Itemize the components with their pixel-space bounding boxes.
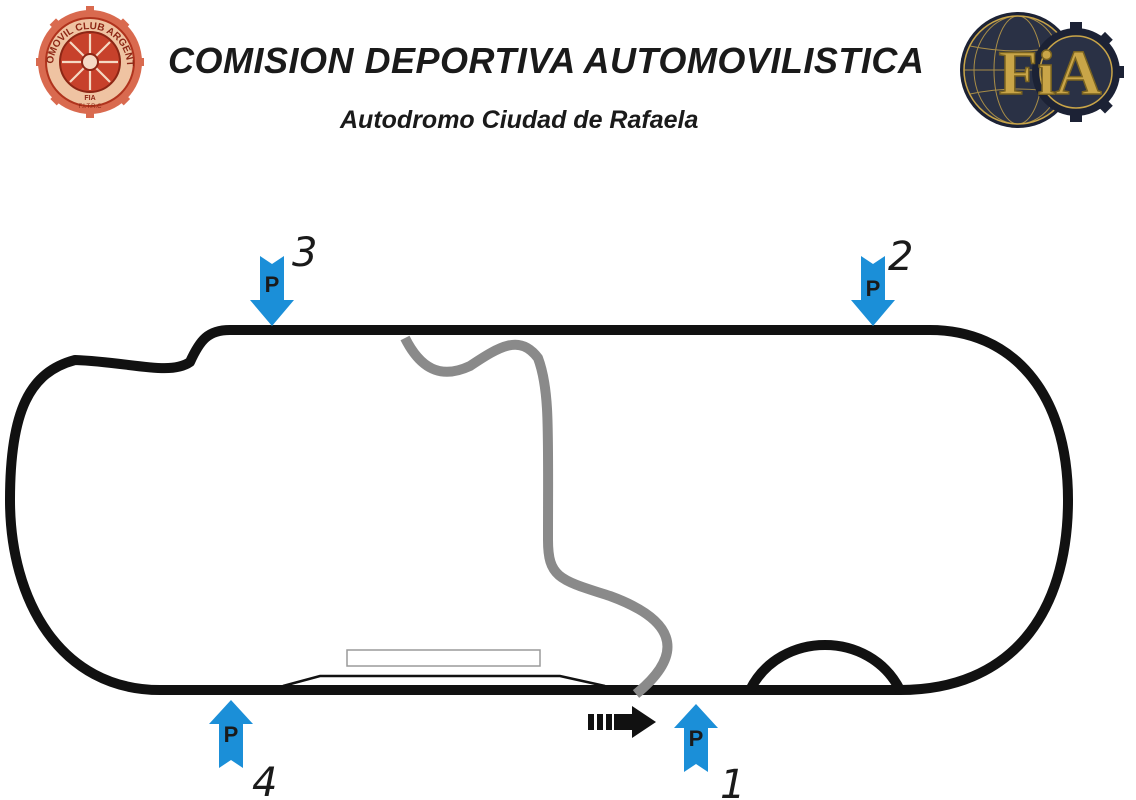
fia-logo: FiA xyxy=(960,12,1124,128)
parking-marker-3: P 3 xyxy=(250,230,317,326)
parking-marker-1: P 1 xyxy=(674,704,745,800)
parking-arrow-up-icon xyxy=(674,704,718,772)
direction-arrow-icon xyxy=(588,706,656,738)
parking-letter: P xyxy=(265,272,280,297)
automovil-club-argentino-logo: AUTOMOVIL CLUB ARGENTINO FIA F.I.T.R.C xyxy=(36,4,144,118)
parking-arrow-down-icon xyxy=(851,256,895,326)
parking-letter: P xyxy=(866,276,881,301)
marker-number-2: 2 xyxy=(888,234,913,280)
fia-letters: FiA xyxy=(998,37,1101,108)
page-subtitle: Autodromo Ciudad de Rafaela xyxy=(340,106,699,134)
parking-letter: P xyxy=(224,722,239,747)
parking-letter: P xyxy=(689,726,704,751)
parking-arrow-down-icon xyxy=(250,256,294,326)
parking-arrow-up-icon xyxy=(209,700,253,768)
marker-number-1: 1 xyxy=(720,762,745,800)
aca-bottom-text: FIA xyxy=(84,95,95,102)
parking-marker-2: P 2 xyxy=(851,234,913,326)
parking-marker-4: P 4 xyxy=(209,700,277,800)
fia-globe-icon: FiA xyxy=(960,12,1124,128)
marker-number-4: 4 xyxy=(252,760,277,800)
track-loop xyxy=(745,640,905,693)
marker-number-3: 3 xyxy=(292,230,317,276)
pit-lane xyxy=(282,674,606,688)
infield-road xyxy=(400,335,673,698)
pit-building xyxy=(346,649,541,667)
page-title: COMISION DEPORTIVA AUTOMOVILISTICA xyxy=(168,40,925,81)
track-outline xyxy=(5,325,1073,695)
aca-bottom-text-2: F.I.T.R.C xyxy=(78,104,102,110)
